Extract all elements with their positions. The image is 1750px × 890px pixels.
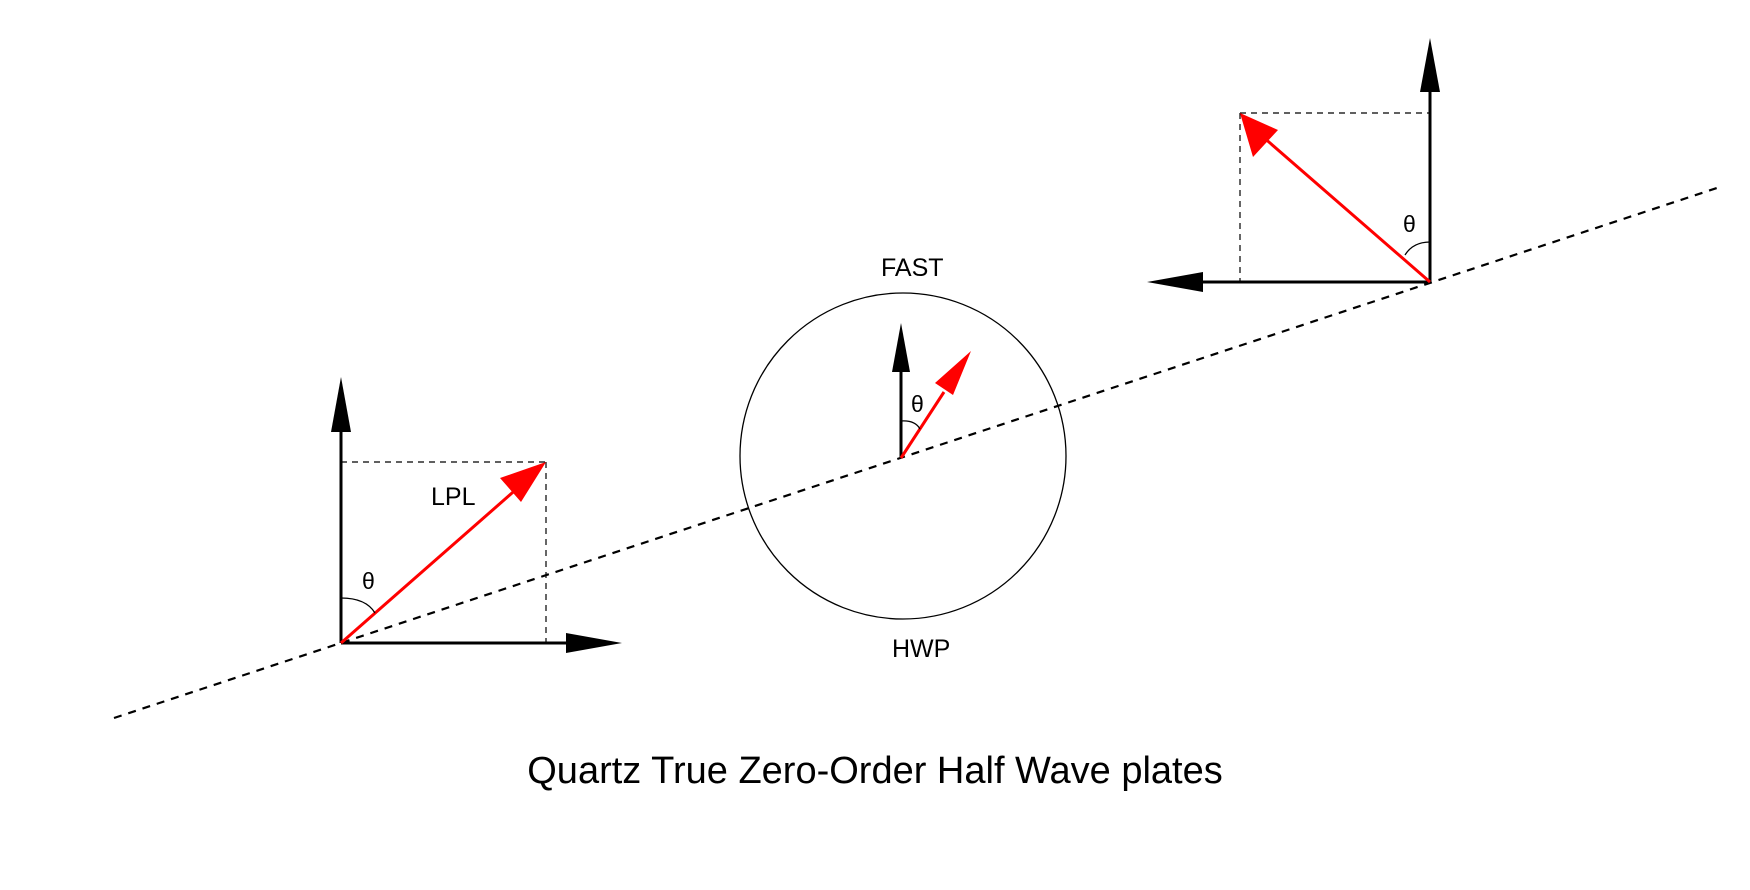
diagram-caption: Quartz True Zero-Order Half Wave plates <box>527 750 1223 792</box>
optical-axis-line <box>113 184 1724 720</box>
right-horizontal-arrowhead <box>1147 272 1203 292</box>
half-wave-plate-circle <box>739 292 1067 620</box>
input-polarization-vector <box>340 484 521 645</box>
lpl-label: LPL <box>431 483 476 511</box>
hwp-label: HWP <box>892 635 950 663</box>
input-polarization-arrowhead <box>500 462 546 502</box>
plate-polarization-vector <box>899 391 946 459</box>
output-polarization-vector <box>1261 134 1431 284</box>
center-theta-arc <box>900 420 921 430</box>
left-horizontal-arrowhead <box>566 633 622 653</box>
input-polarization-frame: θ LPL <box>331 377 622 653</box>
output-polarization-frame: θ <box>1147 38 1440 292</box>
left-vertical-arrowhead <box>331 377 351 432</box>
right-theta-arc <box>1404 241 1431 256</box>
right-vertical-arrowhead <box>1420 38 1440 92</box>
left-theta-label: θ <box>362 568 375 594</box>
output-polarization-arrowhead <box>1240 113 1278 157</box>
center-theta-label: θ <box>911 391 924 417</box>
fast-axis-arrowhead <box>892 323 910 372</box>
plate-polarization-arrowhead <box>935 351 971 395</box>
fast-axis-label: FAST <box>881 254 944 282</box>
right-theta-label: θ <box>1403 211 1416 237</box>
half-wave-plate: θ FAST HWP <box>739 254 1067 663</box>
left-theta-arc <box>340 597 376 614</box>
